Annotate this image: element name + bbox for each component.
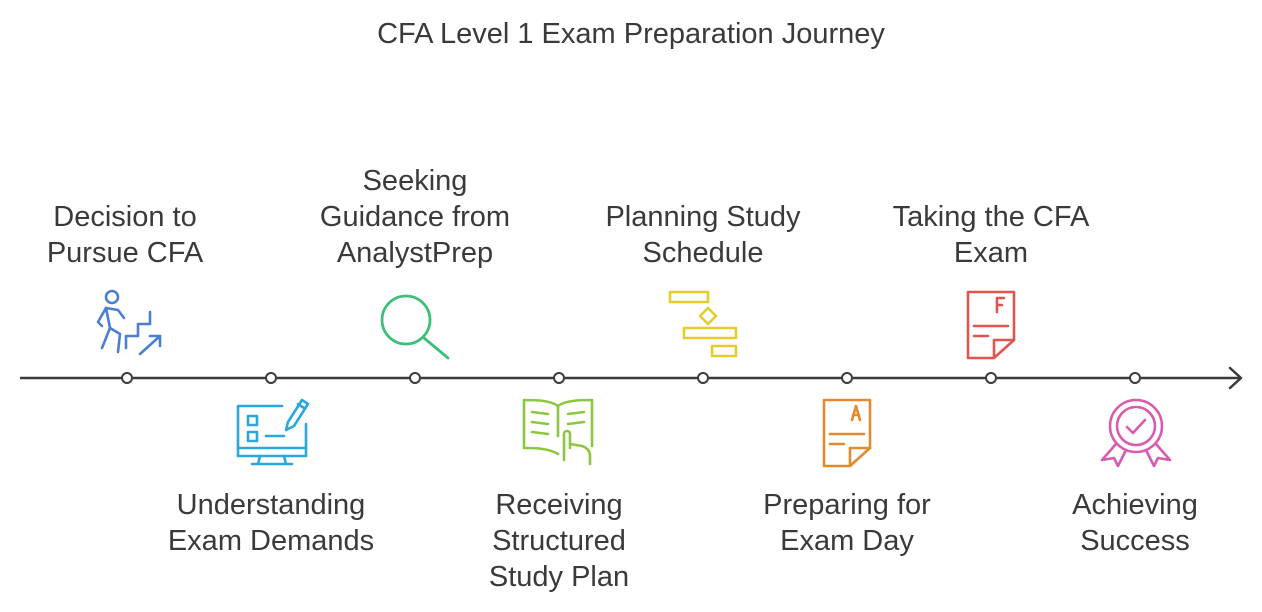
timeline-node-7 (985, 372, 997, 384)
timeline-node-4 (553, 372, 565, 384)
step-3-label: Seeking Guidance from AnalystPrep (295, 163, 535, 271)
step-7-label-line-1: Taking the CFA (892, 201, 1090, 233)
graded-paper-a-icon (822, 398, 872, 468)
step-2-label-line-2: Exam Demands (167, 525, 375, 557)
step-4-label-line-1: Receiving (495, 489, 623, 521)
award-ribbon-icon (1100, 398, 1172, 468)
timeline-node-6 (841, 372, 853, 384)
open-book-hand-icon (522, 398, 594, 466)
timeline-arrowhead (1228, 366, 1243, 390)
step-8-label: Achieving Success (1015, 487, 1255, 559)
step-7-label-line-2: Exam (953, 237, 1029, 269)
monitor-checklist-edit-icon (236, 398, 310, 466)
step-8-label-line-2: Success (1080, 525, 1190, 557)
step-1-label-line-2: Pursue CFA (46, 237, 204, 269)
step-5-label: Planning Study Schedule (583, 199, 823, 271)
step-6-label-line-2: Exam Day (780, 525, 914, 557)
step-4-label-line-3: Study Plan (488, 561, 630, 593)
diagram-title: CFA Level 1 Exam Preparation Journey (377, 18, 885, 50)
step-5-label-line-1: Planning Study (605, 201, 801, 233)
step-2-label: Understanding Exam Demands (151, 487, 391, 559)
step-4-label: Receiving Structured Study Plan (439, 487, 679, 595)
step-3-label-line-3: AnalystPrep (336, 237, 494, 269)
step-2-label-line-1: Understanding (176, 489, 366, 521)
step-3-label-line-2: Guidance from (319, 201, 511, 233)
gantt-schedule-icon (668, 290, 738, 358)
graded-paper-f-icon (966, 290, 1016, 360)
timeline-node-8 (1129, 372, 1141, 384)
climbing-stairs-icon (96, 289, 162, 356)
step-4-label-line-2: Structured (492, 525, 626, 557)
step-3-label-line-1: Seeking (362, 165, 468, 197)
magnifying-glass-icon (380, 294, 450, 360)
step-6-label: Preparing for Exam Day (727, 487, 967, 559)
step-1-label: Decision to Pursue CFA (5, 199, 245, 271)
step-8-label-line-1: Achieving (1072, 489, 1198, 521)
step-7-label: Taking the CFA Exam (871, 199, 1111, 271)
timeline-node-5 (697, 372, 709, 384)
step-1-label-line-1: Decision to (53, 201, 197, 233)
timeline-node-1 (121, 372, 133, 384)
step-5-label-line-2: Schedule (642, 237, 764, 269)
timeline-node-3 (409, 372, 421, 384)
step-6-label-line-1: Preparing for (763, 489, 931, 521)
timeline-node-2 (265, 372, 277, 384)
